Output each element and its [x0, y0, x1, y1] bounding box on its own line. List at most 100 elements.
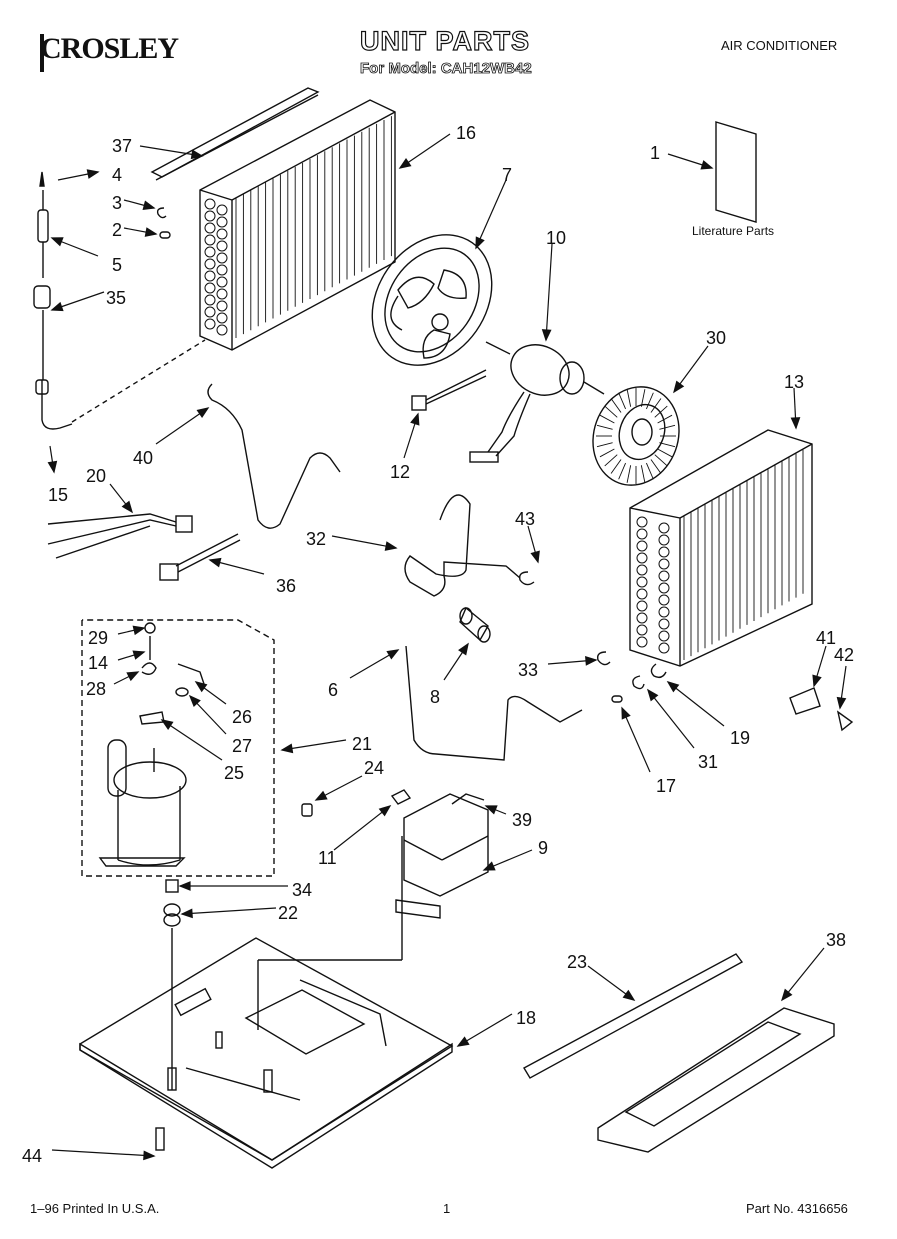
part-8-drier — [459, 606, 491, 643]
part-12-terminal-strip — [411, 369, 487, 411]
part-24-nut — [301, 803, 313, 817]
callout-26: 26 — [232, 707, 252, 727]
callout-24: 24 — [364, 758, 384, 778]
callout-35: 35 — [106, 288, 126, 308]
part-28-clip — [141, 662, 157, 675]
part-11-nut — [390, 789, 412, 805]
part-20-harness — [47, 513, 193, 559]
callout-10: 10 — [546, 228, 566, 248]
callout-25: 25 — [224, 763, 244, 783]
part-30-blades — [596, 388, 676, 484]
part-37-top-rail — [150, 87, 320, 181]
brand-logo: CROSLEY — [40, 32, 179, 65]
callout-32: 32 — [306, 529, 326, 549]
part-16-condenser-coil — [199, 99, 396, 351]
part-7-fan-shroud — [371, 234, 493, 366]
part-17-plug — [611, 695, 623, 703]
footer-part-number: Part No. 4316656 — [746, 1201, 848, 1216]
part-18-studs — [167, 928, 273, 1093]
part-3-clip — [156, 207, 167, 219]
footer-print-info: 1–96 Printed In U.S.A. — [30, 1201, 160, 1216]
callout-42: 42 — [834, 645, 854, 665]
callout-31: 31 — [698, 752, 718, 772]
callout-16: 16 — [456, 123, 476, 143]
callout-39: 39 — [512, 810, 532, 830]
callout-33: 33 — [518, 660, 538, 680]
part-40-tube — [207, 383, 341, 529]
callout-5: 5 — [112, 255, 122, 275]
part-44-clip — [155, 1127, 165, 1151]
part-10-fan-motor — [469, 341, 605, 463]
callout-20: 20 — [86, 466, 106, 486]
page-title: UNIT PARTS — [359, 25, 530, 56]
part-4-5-35-sensor — [33, 171, 73, 430]
part-2-plug — [159, 231, 171, 239]
callout-19: 19 — [730, 728, 750, 748]
callout-22: 22 — [278, 903, 298, 923]
part-33-clip — [596, 651, 611, 666]
model-line: For Model: CAH12WB42 — [360, 60, 532, 78]
callout-36: 36 — [276, 576, 296, 596]
callout-11: 11 — [318, 848, 337, 868]
part-22-mount — [163, 903, 181, 927]
part-19-clip — [650, 663, 667, 679]
part-36-terminal-strip — [159, 533, 241, 581]
part-25-cover — [139, 711, 165, 725]
part-31-clip — [632, 675, 645, 690]
callout-41: 41 — [816, 628, 836, 648]
part-21-compressor — [98, 739, 187, 867]
footer-page-number: 1 — [443, 1201, 451, 1216]
part-27-grommet — [175, 687, 189, 697]
part-23-baffle — [523, 953, 744, 1079]
callout-29: 29 — [88, 628, 108, 648]
part-39-clip — [451, 793, 485, 805]
part-21-compressor-group-outline — [81, 619, 275, 877]
part-18-base-pan — [79, 836, 454, 1169]
callout-37: 37 — [112, 136, 132, 156]
part-6-tube — [405, 645, 583, 761]
part-16-fins — [235, 116, 392, 338]
callout-7: 7 — [502, 165, 512, 185]
callout-30: 30 — [706, 328, 726, 348]
part-32-capillary-tube — [404, 494, 521, 597]
part-34-grommet — [165, 879, 179, 893]
callout-23: 23 — [567, 952, 587, 972]
callout-44: 44 — [22, 1146, 42, 1166]
literature-parts-label: Literature Parts — [692, 224, 775, 238]
callout-12: 12 — [390, 462, 410, 482]
callout-43: 43 — [515, 509, 535, 529]
part-16-coil-loops — [204, 198, 228, 336]
callout-leader-lines — [47, 133, 847, 1161]
callout-4: 4 — [112, 165, 122, 185]
callout-17: 17 — [656, 776, 676, 796]
part-38-seal — [597, 1007, 835, 1153]
part-26-terminal — [177, 663, 205, 685]
callout-1: 1 — [650, 143, 660, 163]
callout-9: 9 — [538, 838, 548, 858]
category-label: AIR CONDITIONER — [721, 38, 838, 53]
callout-27: 27 — [232, 736, 252, 756]
part-13-fins — [683, 449, 804, 660]
callout-28: 28 — [86, 679, 106, 699]
callout-18: 18 — [516, 1008, 536, 1028]
callout-15: 15 — [48, 485, 68, 505]
part-13-evaporator-coil — [629, 429, 813, 667]
callout-38: 38 — [826, 930, 846, 950]
brand-logo-bar — [40, 34, 44, 72]
callout-6: 6 — [328, 680, 338, 700]
part-1-literature-booklet — [715, 121, 757, 223]
part-29-nut — [144, 622, 156, 634]
callout-3: 3 — [112, 193, 122, 213]
part-41-bracket — [789, 687, 821, 715]
callout-labels: 3743253515167110301340122036324329142826… — [22, 123, 854, 1166]
part-43-clip — [518, 571, 535, 586]
callout-13: 13 — [784, 372, 804, 392]
part-30-blower-wheel — [592, 386, 680, 486]
callout-14: 14 — [88, 653, 108, 673]
callout-21: 21 — [352, 734, 372, 754]
part-9-bracket — [395, 793, 489, 919]
part-13-coil-loops — [636, 516, 670, 654]
callout-2: 2 — [112, 220, 122, 240]
callout-8: 8 — [430, 687, 440, 707]
